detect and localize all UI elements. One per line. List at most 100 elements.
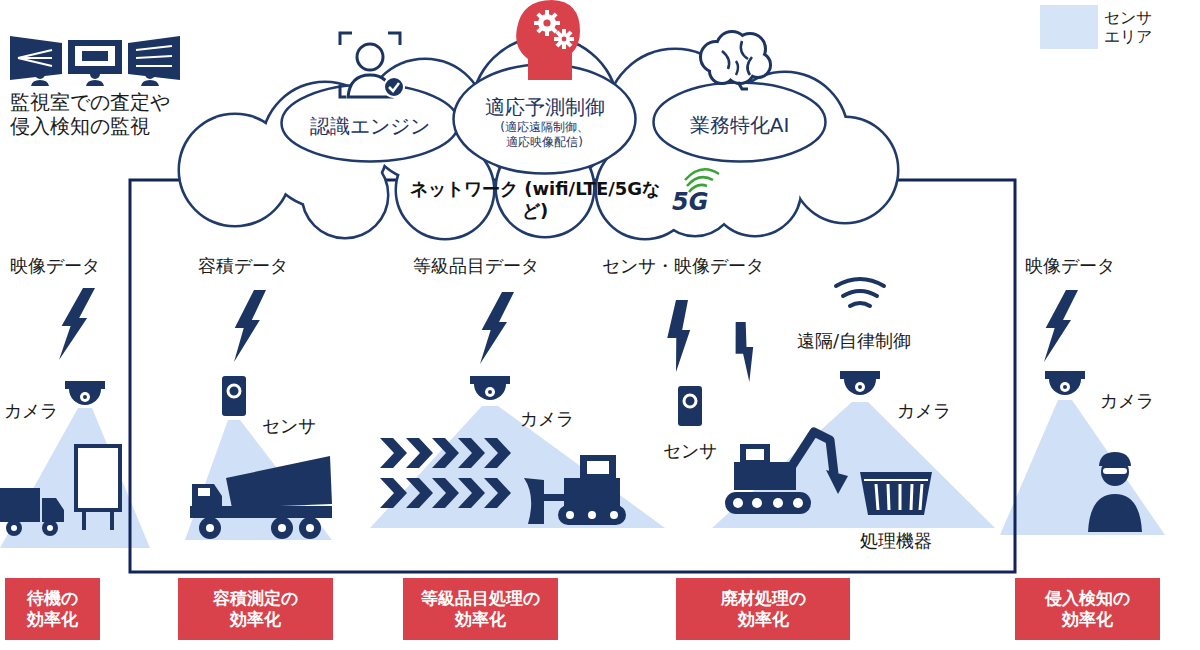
excavator-icon: [793, 498, 803, 508]
device-label: 処理機器: [860, 530, 932, 552]
network-label: ネットワーク (wifi/LTE/5Gなど): [405, 178, 665, 221]
camera-icon: [1049, 379, 1081, 395]
legend-text: センサエリア: [1104, 8, 1158, 46]
benefit-box: 侵入検知の効率化: [1015, 578, 1160, 640]
bulldozer-icon: [588, 511, 596, 519]
flow-chevron: [380, 478, 407, 508]
processing-bin-icon: [876, 484, 922, 510]
monitor-room-icon: [145, 69, 155, 79]
control-signal-waves: [850, 303, 870, 306]
truck-icon: [6, 520, 22, 536]
sensor-area: [0, 400, 1165, 548]
ellipse-outline: [654, 83, 826, 162]
monitor-room-icon: [141, 80, 159, 86]
text-group: 業務特化AI: [690, 107, 790, 138]
bulldozer-icon: [610, 511, 618, 519]
camera-icon: [83, 395, 87, 399]
benefit-box: 容積測定の効率化: [178, 578, 333, 640]
device-label: カメラ: [4, 400, 58, 422]
control-signal-waves: [836, 279, 884, 306]
monitor-room-note: 監視室での査定や 侵入検知の監視: [10, 90, 180, 138]
bulldozer-icon: [566, 511, 574, 519]
flow-chevron: [484, 438, 511, 468]
monitor-room-icon: [75, 46, 115, 66]
text-group: 適応予測制御(適応遠隔制御、適応映像配信): [485, 89, 605, 150]
data-label: 映像データ: [10, 255, 100, 277]
recognition-icon: [340, 33, 404, 97]
function-name: 適応予測制御: [485, 95, 605, 120]
sensor-icon: [678, 386, 702, 426]
processing-bin-icon: [860, 472, 932, 515]
data-label: センサ・映像データ: [602, 255, 764, 277]
intruder-icon: [1103, 468, 1127, 474]
adaptive-control-icon: [562, 37, 567, 42]
function-detail: (適応遠隔制御、適応映像配信): [498, 120, 592, 150]
bulldozer-icon: [524, 478, 544, 524]
benefit-text: 待機の効率化: [23, 588, 83, 631]
data-label: 映像データ: [1025, 255, 1115, 277]
dump-truck-icon: [299, 517, 321, 539]
camera-icon: [1060, 382, 1070, 392]
adaptive-control-icon: [543, 19, 550, 26]
legend-swatch: [1040, 5, 1098, 49]
ellipse-outline: [454, 65, 636, 174]
recognition-icon: [384, 77, 404, 97]
sensor-icon: [222, 376, 246, 416]
benefit-box: 待機の効率化: [5, 578, 100, 640]
excavator-icon: [740, 444, 770, 464]
function-ellipse: 適応予測制御(適応遠隔制御、適応映像配信): [452, 63, 637, 175]
dump-truck-icon: [271, 517, 293, 539]
bulldozer-icon: [580, 455, 616, 481]
text-group: ネットワーク (wifi/LTE/5Gなど): [405, 178, 665, 221]
excavator-icon: [826, 470, 848, 494]
flow-chevron: [484, 478, 511, 508]
monitor-room-icon: [10, 36, 62, 80]
adaptive-control-icon: [516, 0, 580, 80]
benefit-box: 廃材処理の効率化: [676, 578, 850, 640]
camera-icon: [69, 389, 101, 405]
sensor-area: [185, 420, 332, 540]
camera-icon: [485, 387, 495, 397]
camera-icon: [858, 385, 862, 389]
dump-truck-icon: [226, 456, 332, 508]
benefit-text: 廃材処理の効率化: [716, 588, 810, 631]
cloud-outline: [303, 153, 387, 237]
ellipse-outline: [452, 63, 637, 175]
dump-truck-icon: [192, 484, 222, 506]
gate-board-icon: [82, 510, 86, 530]
dump-truck-icon: [278, 524, 286, 532]
truck-icon: [42, 498, 64, 522]
flow-chevron: [406, 478, 433, 508]
monitor-room-icon: [31, 80, 49, 86]
excavator-icon: [733, 498, 743, 508]
camera-icon: [470, 376, 510, 384]
adaptive-control-icon: [538, 14, 556, 32]
bulldozer-icon: [587, 461, 609, 474]
sensor-icon: [222, 376, 246, 416]
sensor-area: [370, 406, 665, 528]
dump-truck-icon: [199, 517, 221, 539]
gate-board-icon: [110, 510, 114, 530]
devices: [59, 288, 1085, 426]
camera-icon: [1063, 385, 1067, 389]
cloud-outline: [303, 153, 387, 237]
bulldozer-icon: [524, 455, 626, 525]
camera-icon: [470, 376, 510, 400]
sensor-icon: [228, 385, 240, 397]
monitor-room-icon: [128, 36, 180, 80]
excavator-icon: [725, 432, 848, 514]
function-name: 認識エンジン: [310, 114, 430, 139]
function-ellipse: 認識エンジン: [280, 83, 460, 163]
text-group: 待機の効率化: [23, 588, 83, 631]
brain-icon: [738, 82, 748, 89]
excavator-icon: [746, 449, 764, 460]
monitor-room-icon: [18, 50, 52, 58]
network-cloud: ネットワーク (wifi/LTE/5Gなど) 認識エンジン 適応予測制御(適応遠隔制…: [175, 30, 900, 240]
device-label: カメラ: [897, 400, 951, 422]
dump-truck-icon: [206, 524, 214, 532]
truck-icon: [11, 525, 17, 531]
brain-icon: [722, 41, 752, 75]
